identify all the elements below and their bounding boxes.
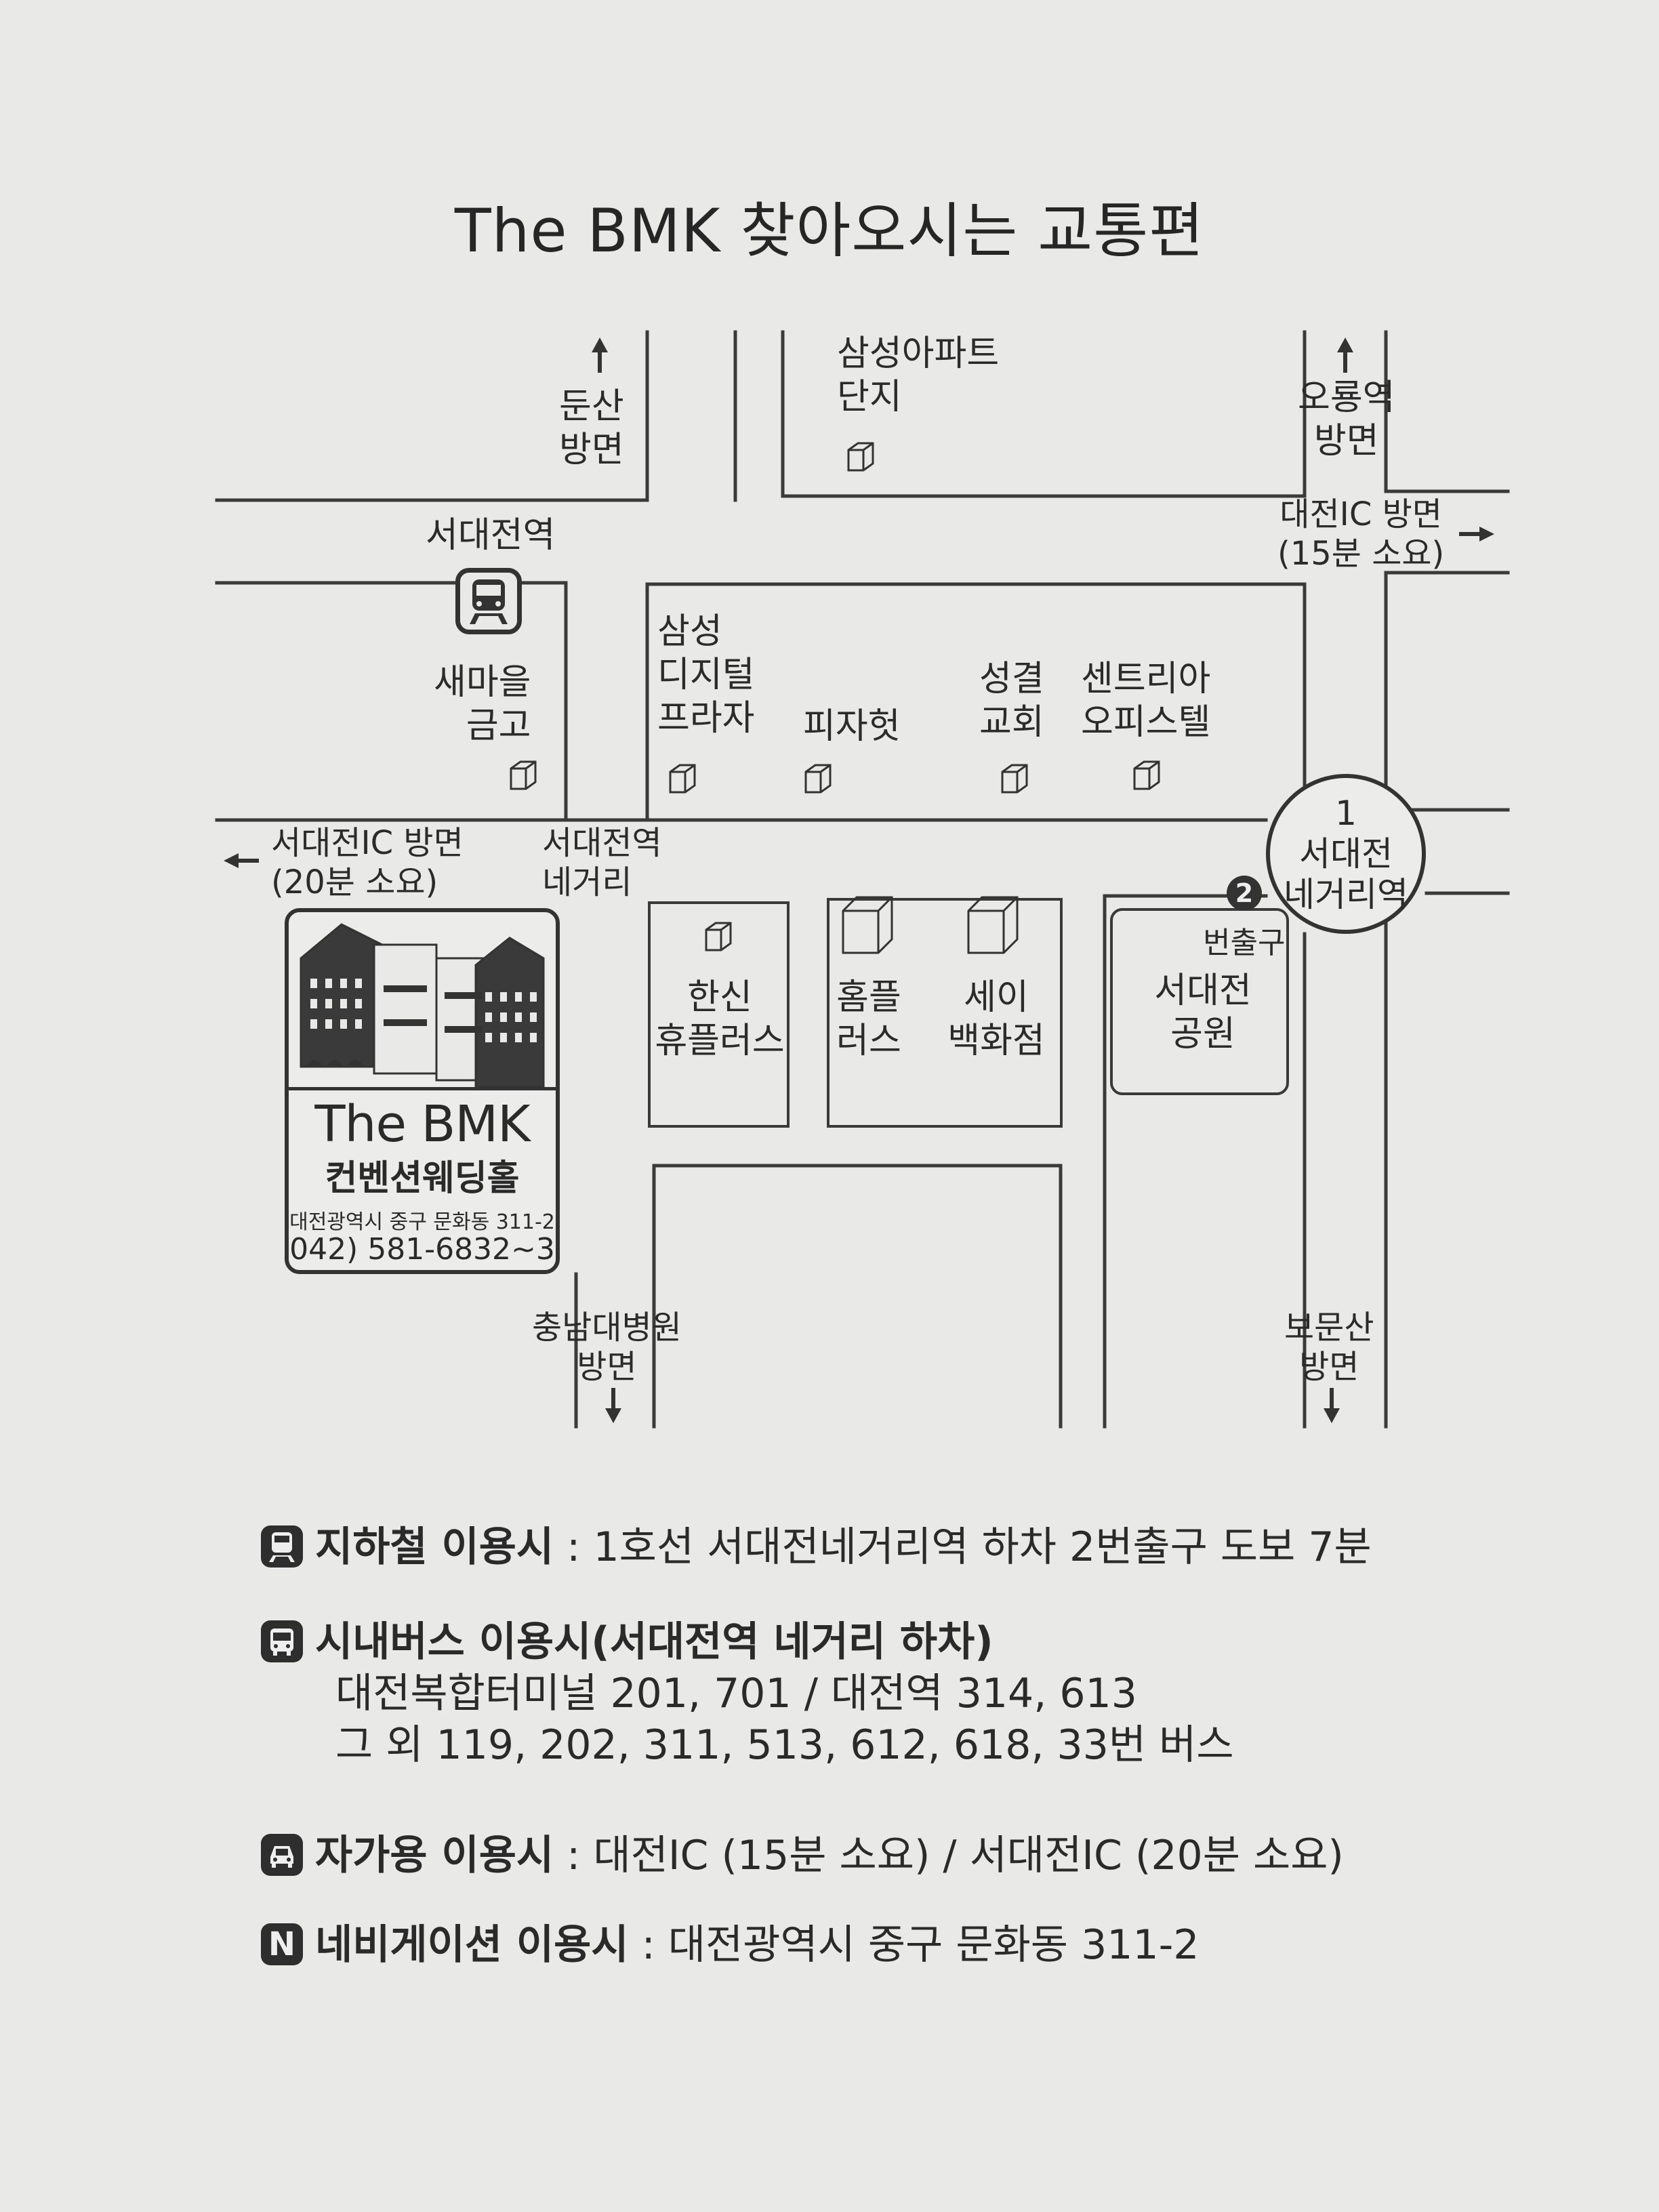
navigation-icon: N [261,1923,303,1966]
label-seodaejeon-station: 서대전역 [426,515,556,556]
subway-icon [261,1525,303,1568]
building-icon [966,895,1020,956]
car-text: : 대전IC (15분 소요) / 서대전IC (20분 소요) [554,1832,1344,1879]
directions-navigation: N 네비게이션 이용시 : 대전광역시 중구 문화동 311-2 [261,1919,1199,1971]
label-chungnam-hospital-direction: 충남대병원 방면 [532,1309,682,1386]
car-icon [261,1834,303,1877]
exit-number-badge: 2 [1227,876,1262,911]
bus-icon [261,1620,303,1663]
label-seodaejeon-park: 서대전 공원 [1154,970,1252,1054]
label-saemaul-bank: 새마을 금고 [434,662,531,746]
arrow-down-icon [605,1388,621,1423]
arrow-up-icon [592,337,608,373]
label-pizzahut: 피자헛 [803,706,901,747]
arrow-down-icon [1324,1388,1340,1423]
directions-car: 자가용 이용시 : 대전IC (15분 소요) / 서대전IC (20분 소요) [261,1830,1344,1881]
arrow-right-icon [1459,527,1494,541]
bus-line-2: 그 외 119, 202, 311, 513, 612, 618, 33번 버스 [335,1721,1234,1769]
label-seonggyeol-church: 성결 교회 [979,659,1044,743]
label-samsung-apartment: 삼성아파트 단지 [837,333,1000,417]
building-icon [803,762,833,795]
venue-address: 대전광역시 중구 문화동 311-2 [289,1210,555,1234]
bus-line-1: 대전복합터미널 201, 701 / 대전역 314, 613 [335,1670,1137,1717]
subway-heading: 지하철 이용시 [315,1523,554,1571]
bus-heading: 시내버스 이용시(서대전역 네거리 하차) [315,1618,994,1666]
building-illustration [300,923,545,1088]
arrow-up-icon [1337,337,1353,373]
navigation-heading: 네비게이션 이용시 [315,1921,629,1969]
navigation-text: : 대전광역시 중구 문화동 311-2 [628,1921,1200,1969]
directions-bus: 시내버스 이용시(서대전역 네거리 하차) 대전복합터미널 201, 701 /… [261,1616,1234,1771]
arrow-icons [224,337,1494,1423]
venue-phone: 042) 581-6832~3 [289,1232,555,1267]
subway-station-marker: 1 서대전 네거리역 [1266,774,1426,934]
arrow-left-icon [224,853,259,868]
label-hanshin-huplus: 한신 휴플러스 [655,977,785,1061]
label-seodaejeon-crossroad: 서대전역 네거리 [542,824,662,901]
label-daejeon-ic-direction: 대전IC 방면 (15분 소요) [1277,495,1445,573]
venue-subtitle: 컨벤션웨딩홀 [325,1158,520,1199]
building-icon [840,895,895,956]
venue-name: The BMK [314,1095,530,1153]
label-sei-department-store: 세이 백화점 [947,977,1045,1061]
page-title: The BMK 찾아오시는 교통편 [454,196,1205,266]
label-exit: 번출구 [1203,926,1286,960]
label-oryong-direction: 오룡역 방면 [1298,377,1395,462]
directions-subway: 지하철 이용시 : 1호선 서대전네거리역 하차 2번출구 도보 7분 [261,1521,1372,1573]
label-homeplus: 홈플 러스 [836,977,901,1061]
building-icon [508,759,538,792]
building-icon [1000,762,1029,795]
label-bomunsan-direction: 보문산 방면 [1284,1309,1374,1386]
building-icon [668,762,697,795]
building-icon [846,441,876,473]
venue-card: The BMK 컨벤션웨딩홀 대전광역시 중구 문화동 311-2 042) 5… [285,908,560,1274]
label-dunsan-direction: 둔산 방면 [559,386,624,470]
subway-line-number: 1 [1335,794,1357,833]
subway-station-name: 서대전 네거리역 [1284,834,1408,914]
label-centria-officetel: 센트리아 오피스텔 [1081,659,1211,743]
subway-icon [455,568,522,634]
building-icon [703,920,733,953]
label-samsung-digital-plaza: 삼성 디지털 프라자 [657,611,755,739]
building-icon [1132,759,1162,792]
subway-text: : 1호선 서대전네거리역 하차 2번출구 도보 7분 [554,1523,1372,1571]
car-heading: 자가용 이용시 [315,1832,554,1879]
label-seodaejeon-ic-direction: 서대전IC 방면 (20분 소요) [271,824,464,901]
